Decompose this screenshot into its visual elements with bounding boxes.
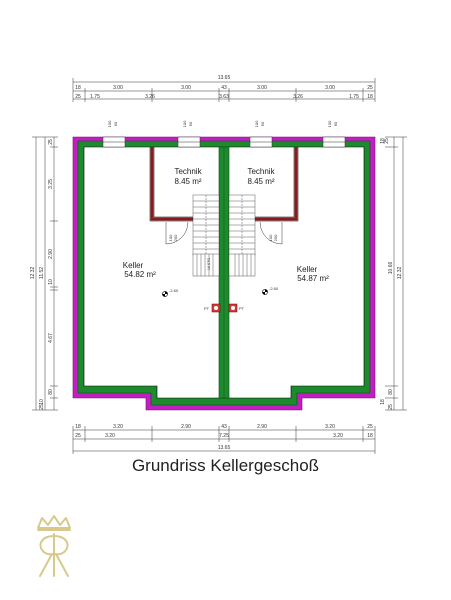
window-label-1a: 100 — [107, 120, 112, 127]
plan-title: Grundriss Kellergeschoß — [131, 456, 320, 475]
window-label-3a: 100 — [254, 120, 259, 127]
dim-top-b6: 18 — [367, 94, 373, 100]
level-marker-left: -2.60 — [162, 288, 179, 297]
room-name-technik-left: Technik — [174, 167, 202, 176]
level-marker-left-value: -2.60 — [169, 288, 179, 293]
dim-left-seg-4: 4.67 — [48, 333, 54, 343]
dim-bottom-a6: 25 — [367, 424, 373, 430]
dim-left-inner: 11.52 — [39, 267, 45, 279]
dim-top-a5: 3.00 — [325, 85, 335, 91]
dim-top-overall: 13.65 — [218, 75, 231, 81]
door-label-right-b: 200 — [273, 234, 278, 241]
door-swing-right — [259, 221, 283, 245]
dim-top-a6: 25 — [367, 85, 373, 91]
door-label-left-b: 200 — [173, 234, 178, 241]
dim-bottom-b3: 3.20 — [333, 433, 343, 439]
room-name-technik-right: Technik — [247, 167, 275, 176]
technik-partitions — [150, 147, 298, 221]
window-label-4a: 100 — [327, 120, 332, 127]
dimension-right — [385, 136, 407, 411]
dimension-top — [72, 78, 376, 102]
room-area-technik-left: 8.45 m² — [174, 177, 201, 186]
window-label-3b: 60 — [260, 121, 265, 126]
level-marker-right-value: -2.60 — [269, 286, 279, 291]
dim-top-a0: 18 — [75, 85, 81, 91]
stairs-right — [228, 194, 256, 256]
room-area-technik-right: 8.45 m² — [247, 177, 274, 186]
window-label-4b: 60 — [333, 121, 338, 126]
dim-bottom-b0: 25 — [75, 433, 81, 439]
room-area-keller-right: 54.87 m² — [297, 274, 329, 283]
pt-label-left: PT — [204, 306, 210, 311]
dim-bottom-overall: 13.65 — [218, 445, 231, 451]
crown-monogram-logo — [37, 515, 71, 577]
dim-bottom-a0: 18 — [75, 424, 81, 430]
dim-bottom-a5: 3.20 — [325, 424, 335, 430]
stairs-left — [192, 194, 220, 256]
dim-top-a1: 3.00 — [113, 85, 123, 91]
dim-right-inner: 10.66 — [388, 262, 394, 275]
dim-top-b0: 25 — [75, 94, 81, 100]
dim-bottom-b1: 3.20 — [105, 433, 115, 439]
window-label-2a: 100 — [182, 120, 187, 127]
dim-top-b3: 3.63 — [219, 94, 229, 100]
level-marker-right: -2.60 — [262, 286, 279, 295]
door-swing-left — [165, 221, 189, 245]
dim-right-seg-1: 18 — [380, 138, 386, 144]
dim-left-seg-1: 3.25 — [48, 179, 54, 189]
door-label-left-a: 100 — [168, 234, 173, 241]
doors — [165, 221, 283, 245]
dim-left-seg-0: 25 — [48, 139, 54, 145]
room-name-keller-left: Keller — [123, 261, 144, 270]
window-label-1b: 60 — [113, 121, 118, 126]
dim-top-b4: 3.26 — [293, 94, 303, 100]
stair-label: 16 STG — [207, 258, 211, 270]
dim-top-b5: 1.75 — [349, 94, 359, 100]
dim-bottom-b2: 7.25 — [219, 433, 229, 439]
dim-left-seg-7: 25 — [39, 404, 45, 410]
dim-right-outer: 12.32 — [397, 267, 403, 280]
dim-right-seg-3: 18 — [380, 399, 386, 405]
dim-left-seg-6: 10 — [39, 399, 45, 405]
room-area-keller-left: 54.82 m² — [124, 270, 156, 279]
dim-left-seg-3: 10 — [48, 279, 54, 285]
dim-left-seg-5: 80 — [48, 389, 54, 395]
dim-right-seg-0: 25 — [384, 138, 390, 144]
dim-top-a2: 3.00 — [181, 85, 191, 91]
window-label-2b: 60 — [188, 121, 193, 126]
room-name-keller-right: Keller — [297, 265, 318, 274]
dim-bottom-a3: 43 — [221, 424, 227, 430]
pt-symbols: PT PT — [204, 303, 245, 313]
dim-left-outer: 12.32 — [30, 267, 36, 280]
door-label-right-a: 100 — [268, 234, 273, 241]
dimension-left — [32, 136, 58, 411]
dim-top-a4: 3.00 — [257, 85, 267, 91]
stair-landing-left — [192, 253, 220, 277]
technik-partition-lines — [149, 147, 299, 222]
dim-right-seg-2: 80 — [388, 389, 394, 395]
dim-bottom-a2: 2.90 — [181, 424, 191, 430]
dim-top-b1: 1.75 — [90, 94, 100, 100]
windows — [102, 136, 346, 148]
dim-top-a3: 43 — [221, 85, 227, 91]
dim-left-seg-2: 2.90 — [48, 249, 54, 259]
dim-top-b2: 3.26 — [145, 94, 155, 100]
dim-bottom-a1: 3.20 — [113, 424, 123, 430]
dimension-bottom — [72, 426, 376, 454]
stair-landing-right — [228, 253, 256, 277]
pt-label-right: PT — [239, 306, 245, 311]
dim-bottom-a4: 2.90 — [257, 424, 267, 430]
dim-right-seg-4: 25 — [388, 404, 394, 410]
dim-bottom-b4: 18 — [367, 433, 373, 439]
